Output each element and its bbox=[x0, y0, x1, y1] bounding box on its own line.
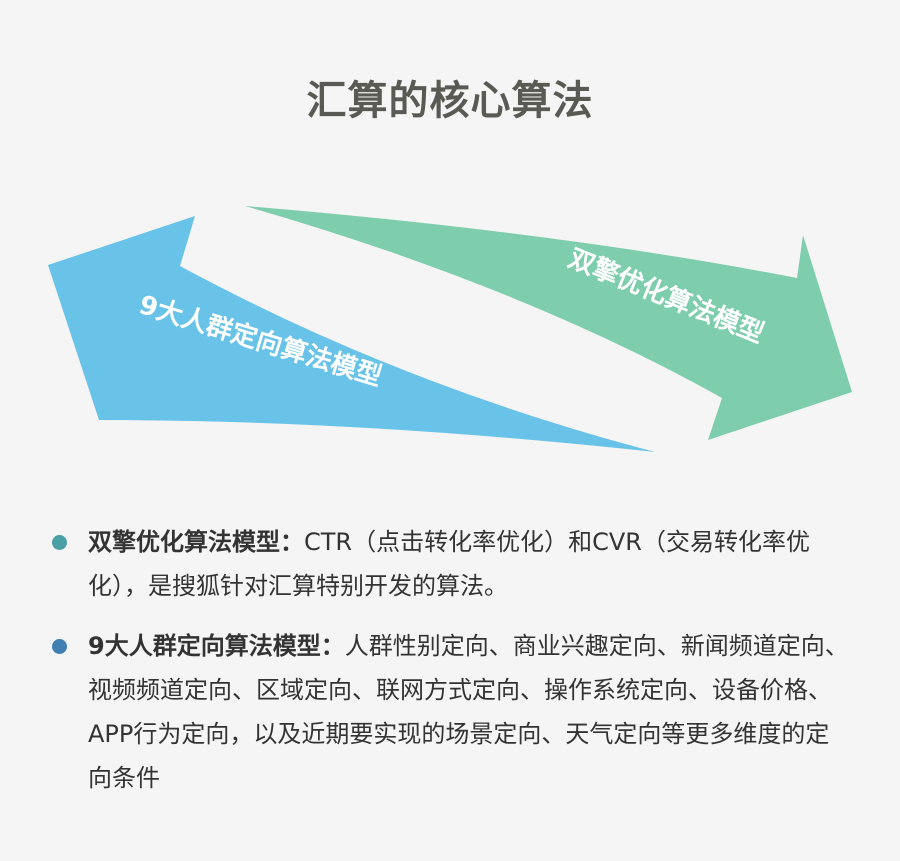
bullet-title: 9大人群定向算法模型： bbox=[88, 632, 345, 660]
bullet-text: CTR（点击转化率优化）和CVR（交易转化率优化），是搜狐针对汇算特别开发的算法… bbox=[88, 528, 810, 600]
arrows-diagram: 9大人群定向算法模型 双擎优化算法模型 bbox=[48, 206, 852, 452]
bullet-item-crowd-targeting: 9大人群定向算法模型：人群性别定向、商业兴趣定向、新闻频道定向、视频频道定向、区… bbox=[52, 624, 852, 800]
bullet-title: 双擎优化算法模型： bbox=[88, 528, 304, 556]
bullet-dot bbox=[52, 535, 67, 550]
right-arrow-shape bbox=[245, 206, 852, 440]
bullet-item-dual-engine: 双擎优化算法模型：CTR（点击转化率优化）和CVR（交易转化率优化），是搜狐针对… bbox=[52, 520, 852, 608]
left-arrow-shape bbox=[48, 216, 655, 452]
page-title: 汇算的核心算法 bbox=[306, 78, 594, 124]
bullet-dot bbox=[52, 639, 67, 654]
bullet-text: 人群性别定向、商业兴趣定向、新闻频道定向、视频频道定向、区域定向、联网方式定向、… bbox=[88, 632, 849, 792]
bullet-list: 双擎优化算法模型：CTR（点击转化率优化）和CVR（交易转化率优化），是搜狐针对… bbox=[52, 520, 852, 800]
